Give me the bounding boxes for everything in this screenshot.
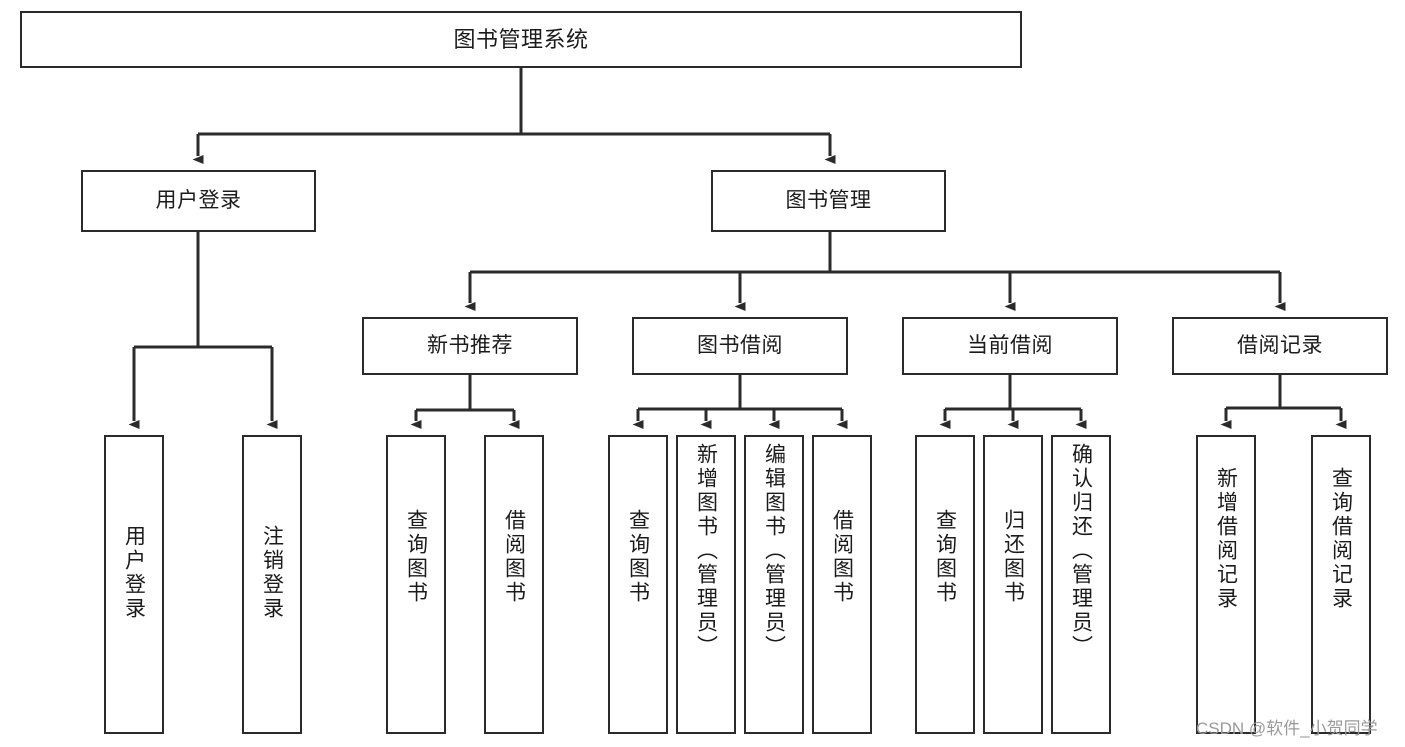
csdn-watermark: CSDN @软件_小贺同学 (1196, 719, 1378, 738)
node-borrowing-records[interactable]: 借阅记录 (1172, 317, 1388, 375)
node-label: 查询图书 (933, 509, 957, 605)
node-label: 借阅记录 (1237, 333, 1323, 357)
node-book-management[interactable]: 图书管理 (711, 170, 946, 232)
node-new-book-recommendation[interactable]: 新书推荐 (362, 317, 578, 375)
node-label: 确认归还（管理员） (1069, 443, 1093, 659)
node-book-borrowing[interactable]: 图书借阅 (632, 317, 848, 375)
node-label: 查询图书 (404, 509, 428, 605)
node-label: 注销登录 (260, 525, 284, 621)
leaf-confirm-return-admin[interactable]: 确认归还（管理员） (1051, 435, 1111, 734)
node-label: 图书管理系统 (453, 26, 589, 52)
node-label: 当前借阅 (967, 333, 1053, 357)
leaf-logout[interactable]: 注销登录 (242, 435, 302, 734)
leaf-add-book-admin[interactable]: 新增图书（管理员） (676, 435, 736, 734)
leaf-query-borrowing-record[interactable]: 查询借阅记录 (1311, 435, 1371, 734)
node-label: 查询图书 (626, 509, 650, 605)
node-label: 归还图书 (1001, 509, 1025, 605)
node-label: 查询借阅记录 (1329, 467, 1353, 611)
node-label: 新增借阅记录 (1214, 467, 1238, 611)
node-root-book-management-system[interactable]: 图书管理系统 (20, 11, 1022, 68)
leaf-borrow-books-recommend[interactable]: 借阅图书 (484, 435, 544, 734)
leaf-query-books-borrowing[interactable]: 查询图书 (608, 435, 668, 734)
node-label: 新增图书（管理员） (694, 443, 718, 659)
node-label: 新书推荐 (427, 333, 513, 357)
leaf-return-books[interactable]: 归还图书 (983, 435, 1043, 734)
leaf-edit-book-admin[interactable]: 编辑图书（管理员） (744, 435, 804, 734)
node-label: 借阅图书 (502, 509, 526, 605)
leaf-add-borrowing-record[interactable]: 新增借阅记录 (1196, 435, 1256, 734)
node-label: 借阅图书 (830, 509, 854, 605)
node-label: 图书管理 (785, 188, 872, 212)
node-current-borrowing[interactable]: 当前借阅 (902, 317, 1118, 375)
leaf-query-books-recommend[interactable]: 查询图书 (386, 435, 446, 734)
leaf-borrow-books-borrowing[interactable]: 借阅图书 (812, 435, 872, 734)
node-label: 用户登录 (155, 188, 242, 212)
leaf-query-books-current[interactable]: 查询图书 (915, 435, 975, 734)
node-label: 编辑图书（管理员） (762, 443, 786, 659)
node-label: 用户登录 (122, 525, 146, 621)
node-label: 图书借阅 (697, 333, 783, 357)
leaf-user-login[interactable]: 用户登录 (104, 435, 164, 734)
node-user-login[interactable]: 用户登录 (81, 170, 316, 232)
